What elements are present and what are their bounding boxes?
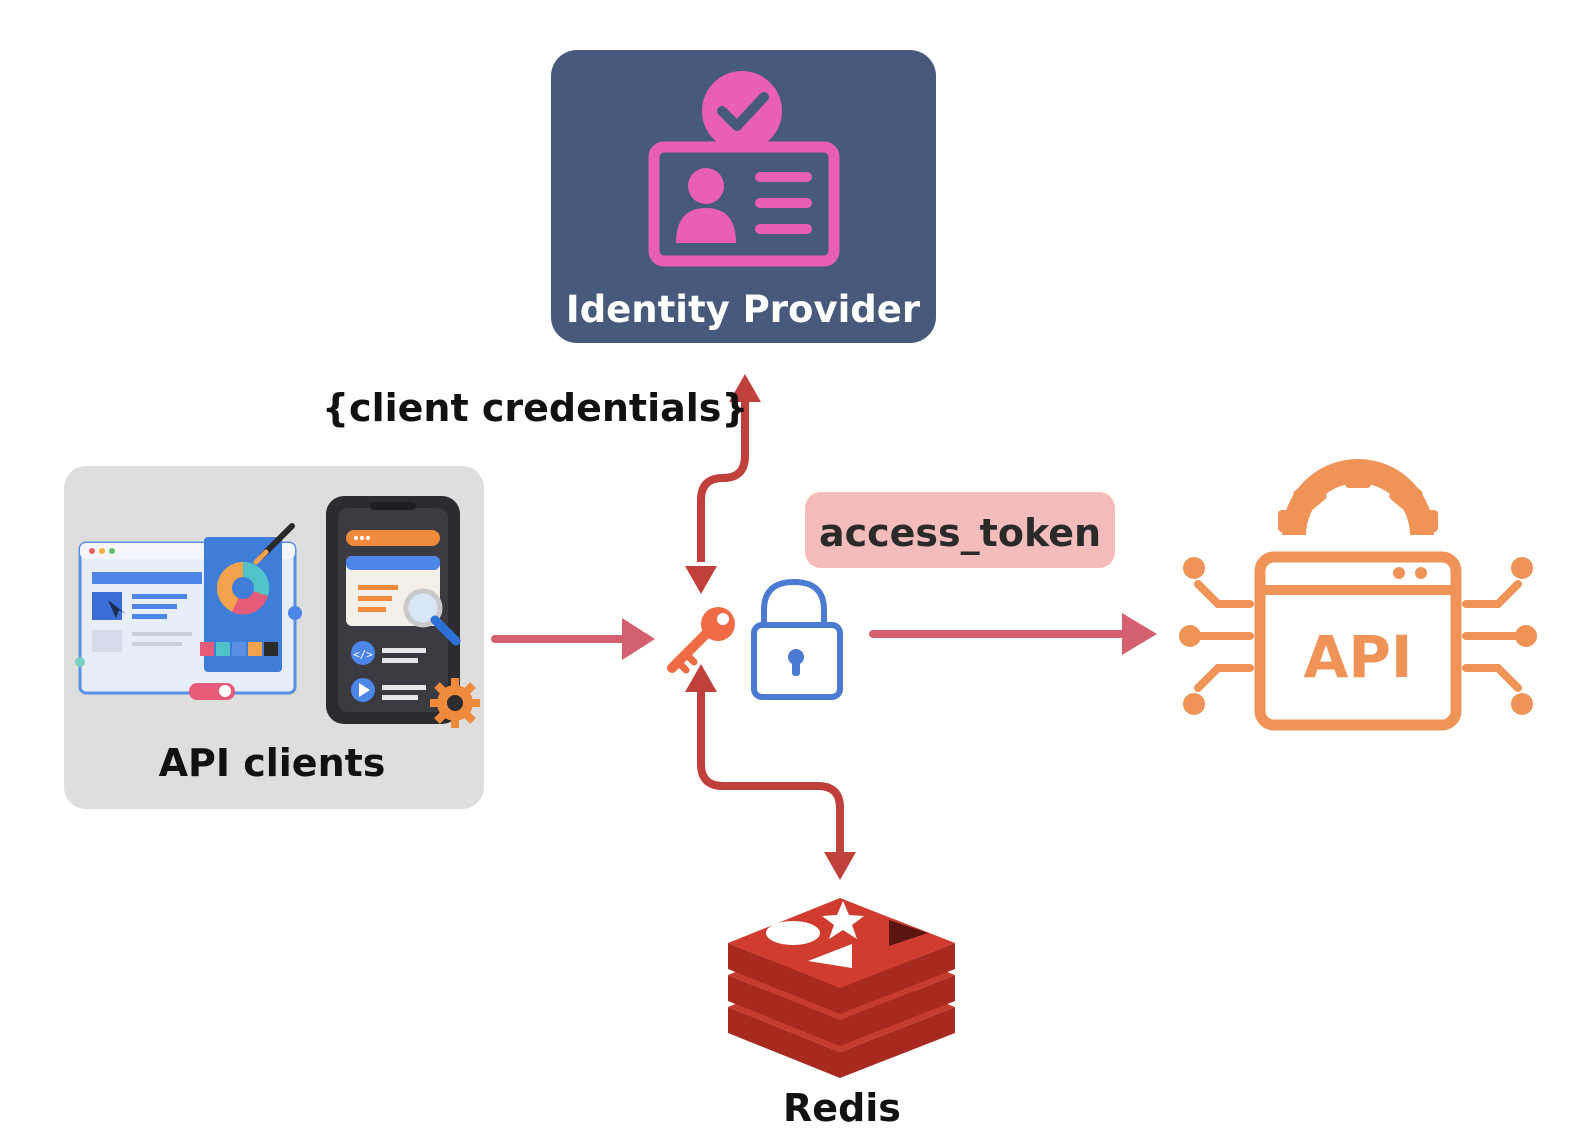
token-arrow [869, 613, 1157, 655]
access-token-label: access_token [819, 511, 1101, 555]
identity-provider-node: Identity Provider [551, 50, 936, 343]
access-token-badge: access_token [805, 492, 1115, 568]
svg-text:</>: </> [353, 648, 373, 661]
api-clients-label: API clients [159, 741, 386, 785]
id-card-check-icon [648, 71, 840, 267]
identity-provider-label: Identity Provider [566, 288, 921, 331]
api-label: API [1304, 623, 1413, 691]
request-arrow [491, 618, 655, 660]
key-icon [667, 607, 735, 674]
api-clients-node: </> API clients [64, 466, 484, 809]
redis-cache-arrow [685, 664, 856, 880]
app-ui-illustration-icon: </> [75, 496, 480, 728]
lock-icon [751, 578, 843, 700]
credentials-arrow [685, 374, 761, 594]
gear-icon [430, 678, 480, 728]
api-node: API [1179, 459, 1537, 731]
gear-icon [1278, 459, 1438, 535]
redis-node: Redis [728, 898, 955, 1130]
client-credentials-label: {client credentials} [322, 386, 748, 430]
redis-logo-icon [728, 898, 955, 1078]
circuit-lines-icon [1188, 580, 1528, 692]
redis-label: Redis [783, 1086, 901, 1130]
